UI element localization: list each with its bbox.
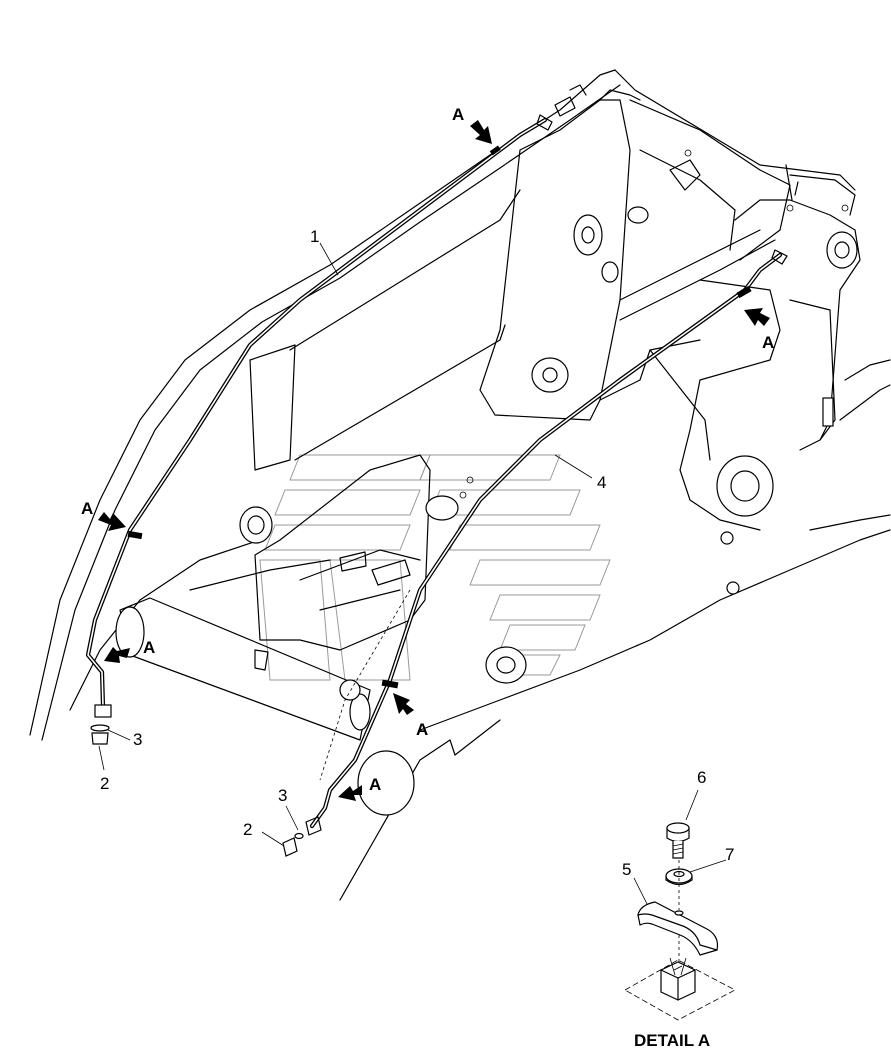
bolt-part-6 xyxy=(666,822,690,859)
callout-part-3-left: 3 xyxy=(133,730,142,749)
callout-part-4: 4 xyxy=(597,473,606,492)
fitting-bottom xyxy=(282,832,304,857)
arrow-a-right-top xyxy=(744,308,770,326)
arrow-a-bottom xyxy=(338,785,362,801)
callout-part-2-bottom: 2 xyxy=(243,820,252,839)
fitting-left xyxy=(90,724,110,745)
callout-part-5: 5 xyxy=(622,860,631,879)
arrow-a-left-mid xyxy=(98,512,126,531)
callout-a-bottom: A xyxy=(369,775,381,794)
boom-frame xyxy=(29,69,891,901)
callout-a-left-low: A xyxy=(143,638,155,657)
arrow-a-top xyxy=(470,120,492,144)
callout-part-3-bottom: 3 xyxy=(278,786,287,805)
detail-a xyxy=(624,822,736,1021)
callout-a-right-mid: A xyxy=(416,720,428,739)
callout-labels: 1 4 3 2 3 2 6 7 5 A A A A A A DETAIL A xyxy=(81,105,774,1050)
detail-a-title: DETAIL A xyxy=(634,1031,710,1050)
arrow-a-right-mid xyxy=(393,693,414,715)
mounting-block xyxy=(624,957,736,1021)
callout-a-right-top: A xyxy=(762,333,774,352)
washer-part-7 xyxy=(665,868,693,886)
leader-lines xyxy=(98,242,727,907)
clamp-part-5 xyxy=(637,901,719,956)
callout-a-left-mid: A xyxy=(81,499,93,518)
callout-part-2-left: 2 xyxy=(100,774,109,793)
watermark-logo xyxy=(259,454,611,681)
callout-part-6: 6 xyxy=(697,768,706,787)
callout-a-top: A xyxy=(452,105,464,124)
callout-part-7: 7 xyxy=(725,845,734,864)
callout-part-1: 1 xyxy=(310,227,319,246)
hydraulic-tube-4 xyxy=(305,249,788,836)
hydraulic-tube-1 xyxy=(85,114,553,718)
arrow-a-left-low xyxy=(104,647,130,663)
